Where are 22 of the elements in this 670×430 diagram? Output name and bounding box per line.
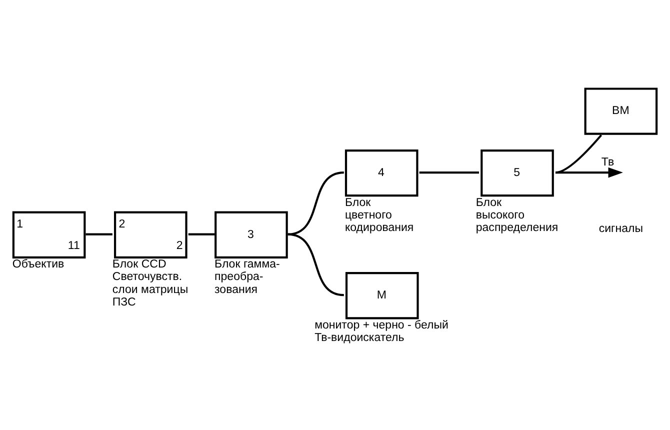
connector — [419, 171, 480, 174]
connector — [288, 232, 344, 296]
node-label: Объектив — [12, 258, 64, 270]
arrow — [555, 166, 623, 178]
connector — [288, 171, 344, 235]
edge-label: Тв — [601, 156, 614, 168]
node-label: Блок гамма- преобра- зования — [214, 258, 280, 296]
node-label: Блок высокого распределения — [476, 196, 558, 234]
node-label: монитор + черно - белый Тв-видоискатель — [314, 318, 448, 344]
node-label: Блок цветного кодирования — [344, 196, 414, 234]
node-box: 1 11 — [12, 210, 86, 258]
node-box: 3 — [214, 210, 288, 258]
connector — [188, 232, 215, 235]
label: сигналы — [598, 222, 644, 235]
node-box: 2 2 — [114, 210, 188, 258]
node-label: Блок CCD Светочувств. слои матрицы ПЗС — [112, 258, 188, 308]
node-box: 4 — [344, 149, 418, 196]
node-box: ВМ — [584, 87, 658, 134]
connector — [555, 134, 602, 174]
node-box: М — [345, 272, 419, 319]
node-box: 5 — [480, 149, 554, 196]
connector — [86, 232, 112, 235]
